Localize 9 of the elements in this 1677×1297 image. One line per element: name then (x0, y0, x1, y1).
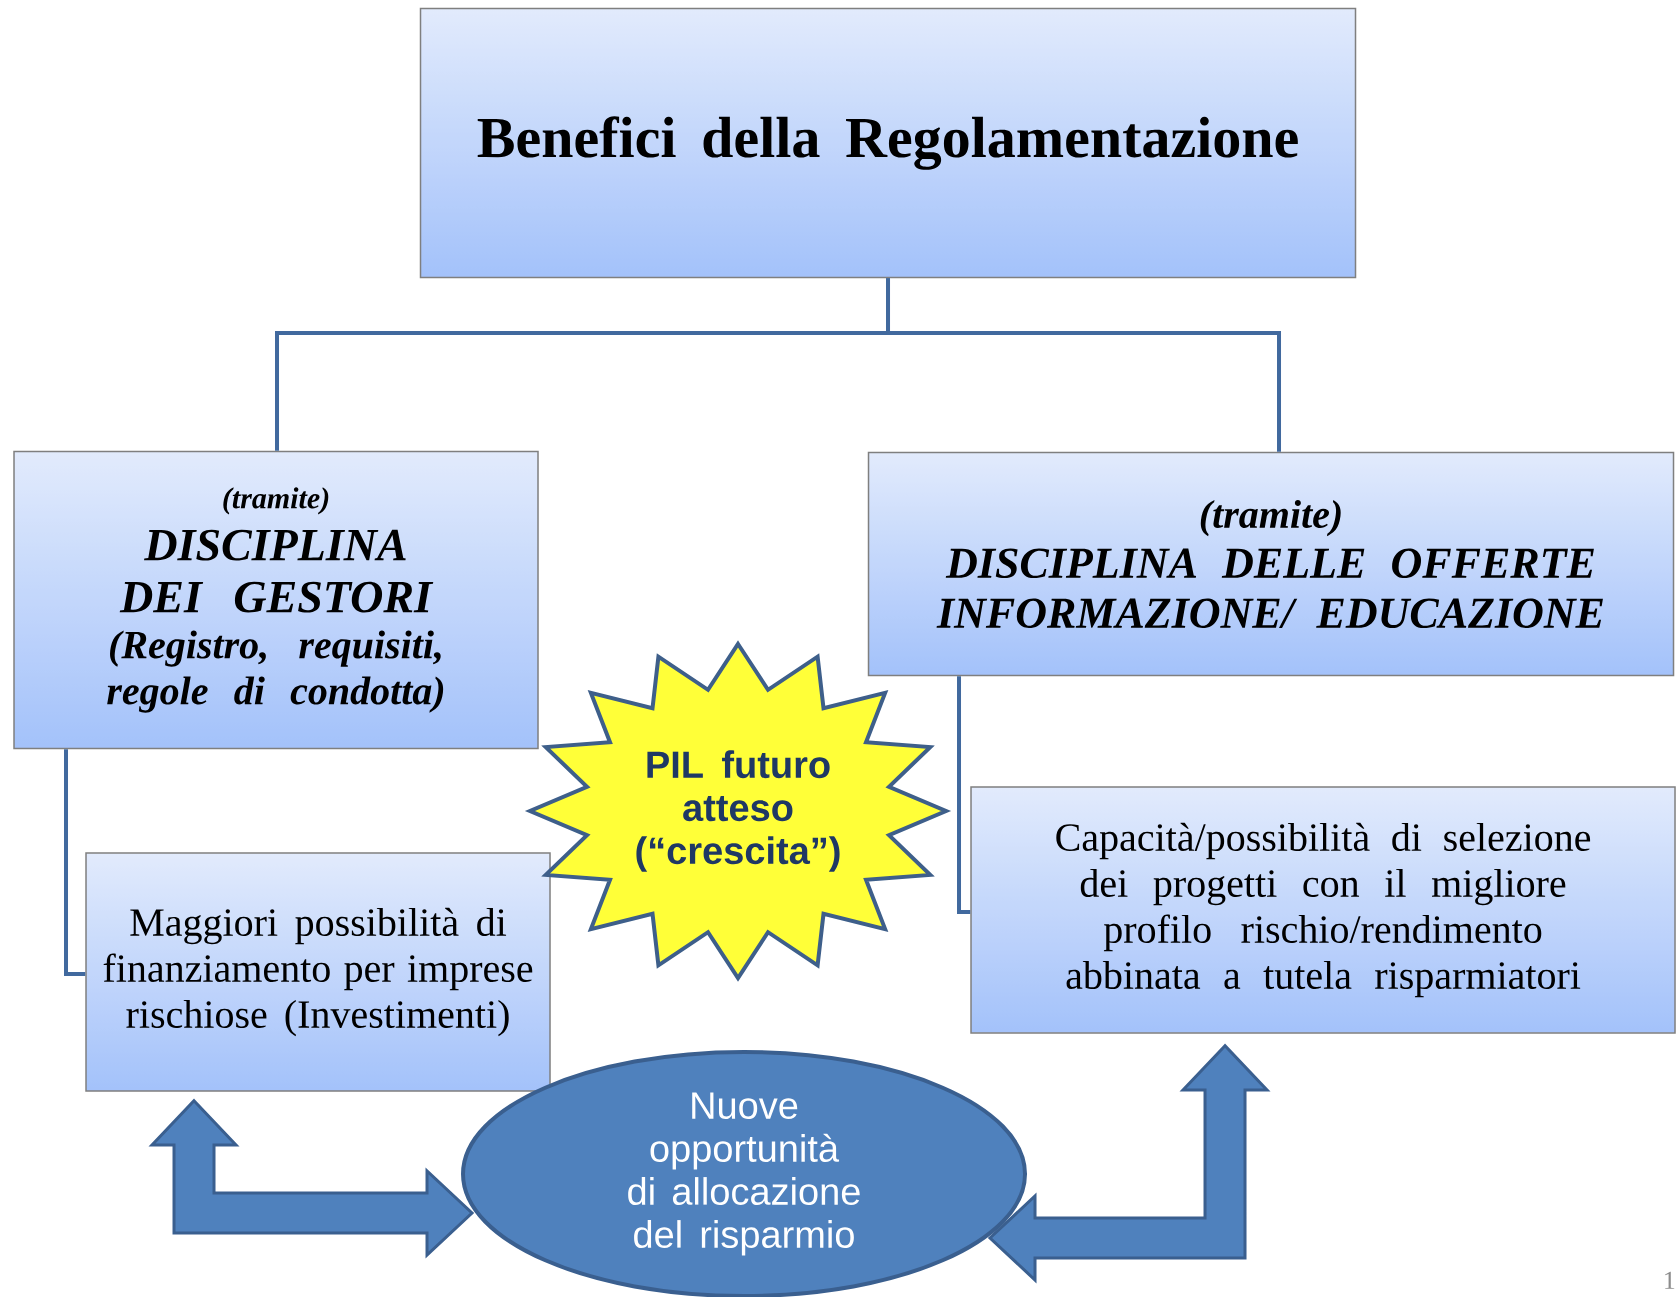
text-box: Benefici della Regolamentazione (419, 7, 1357, 279)
connector-line (957, 676, 971, 914)
connector-line (64, 749, 86, 976)
text-box: Capacità/possibilità di selezione dei progetti con il migliore profilo rischio/rendimento abbinata a tutela risparmiatori (970, 786, 1676, 1034)
text-box: (tramite) DISCIPLINA DEI GESTORI (Registro, requisiti, regole di condotta) (13, 450, 539, 750)
text-box: Maggiori possibilità di finanziamento per imprese rischiose (Investimenti) (85, 852, 551, 1092)
text-box: (tramite) DISCIPLINA DELLE OFFERTE INFORMAZIONE/ EDUCAZIONE (867, 451, 1675, 677)
page-number: 1 (1665, 1271, 1675, 1289)
connector-line (886, 278, 1281, 452)
